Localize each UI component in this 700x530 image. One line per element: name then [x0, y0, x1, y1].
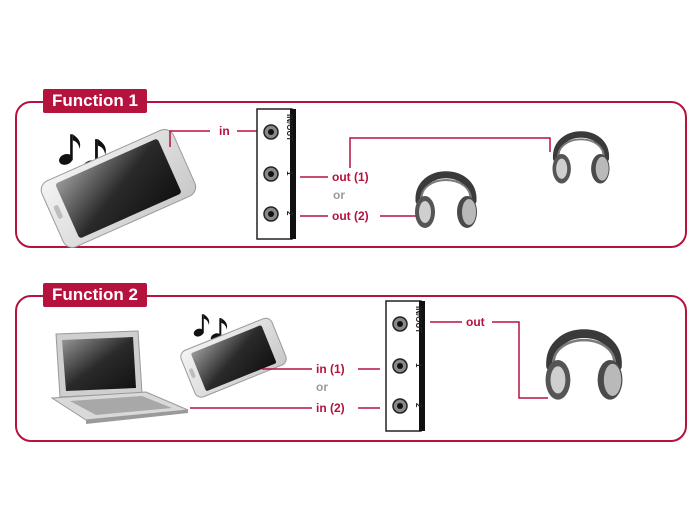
port-label-inout: IN/OUT — [414, 306, 423, 333]
function2-title: Function 2 — [43, 283, 147, 307]
wire-out — [492, 321, 548, 399]
laptop-icon — [50, 330, 189, 424]
headphones-icon — [546, 334, 623, 400]
port-label-inout: IN/OUT — [285, 114, 294, 141]
smartphone-icon — [180, 317, 287, 398]
wire-out1 — [349, 137, 551, 168]
headphones-icon — [415, 175, 477, 228]
port-label-1: 1 — [285, 171, 294, 176]
label-in1: in (1) — [316, 362, 345, 376]
port-label-2: 2 — [285, 211, 294, 216]
port-label-1: 1 — [414, 363, 423, 368]
function1-title: Function 1 — [43, 89, 147, 113]
audio-splitter-icon — [256, 108, 296, 240]
audio-splitter-icon — [385, 300, 425, 432]
label-out2: out (2) — [332, 209, 369, 223]
label-in2: in (2) — [316, 401, 345, 415]
port-label-2: 2 — [414, 403, 423, 408]
label-in: in — [219, 124, 230, 138]
label-out: out — [466, 315, 485, 329]
smartphone-icon — [40, 129, 197, 248]
label-or-1: or — [333, 188, 345, 202]
label-or-2: or — [316, 380, 328, 394]
label-out1: out (1) — [332, 170, 369, 184]
headphones-icon — [552, 134, 609, 183]
wire-phone-in — [169, 130, 210, 147]
